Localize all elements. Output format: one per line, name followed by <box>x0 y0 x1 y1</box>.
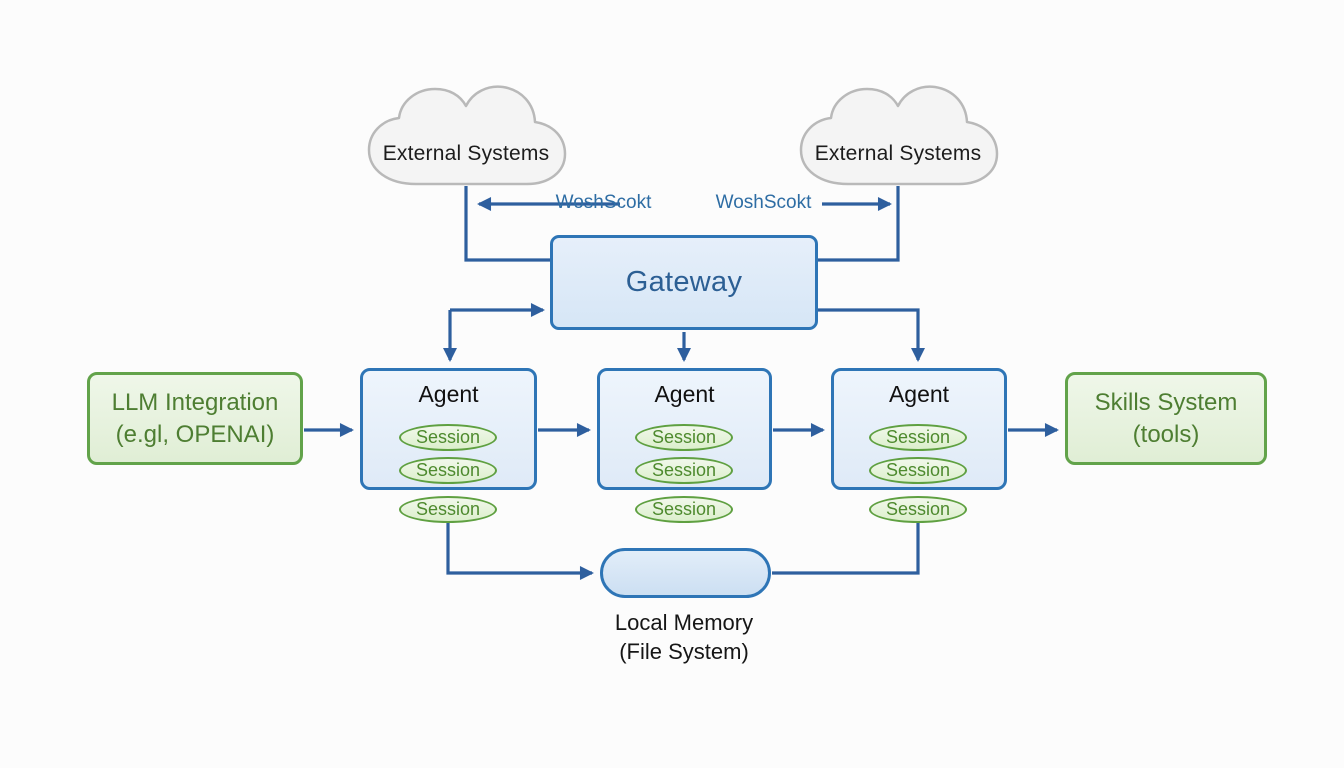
websocket-label-left: WoshScokt <box>555 192 652 213</box>
llm-line1: LLM Integration <box>111 389 279 417</box>
local-memory-line1: Local Memory <box>614 610 754 635</box>
arrow-gateway-to-agent3 <box>818 308 925 362</box>
skills-line2: (tools) <box>1132 420 1200 448</box>
cloud-shape <box>367 85 567 186</box>
session-badge: Session <box>869 457 967 484</box>
session-badge: Session <box>635 424 733 451</box>
cloud-right-label: External Systems <box>814 142 982 165</box>
arrow-agent1-to-memory <box>446 523 594 580</box>
session-badge: Session <box>869 424 967 451</box>
external-systems-cloud-left <box>356 84 576 190</box>
websocket-label-right: WoshScokt <box>715 192 812 213</box>
connector-cloud-left-to-gateway <box>464 186 550 262</box>
connector-agent3-to-memory <box>772 523 920 575</box>
gateway-box: Gateway <box>550 235 818 330</box>
session-badge: Session <box>399 424 497 451</box>
agent-label: Agent <box>888 381 950 407</box>
session-badge: Session <box>399 496 497 523</box>
skills-line1: Skills System <box>1094 389 1238 417</box>
local-memory-box <box>600 548 771 598</box>
session-badge: Session <box>635 457 733 484</box>
skills-system-box: Skills System (tools) <box>1065 372 1267 465</box>
local-memory-label: Local Memory (File System) <box>544 608 824 666</box>
external-systems-cloud-right <box>788 84 1008 190</box>
agent-label: Agent <box>418 381 479 407</box>
session-badge: Session <box>869 496 967 523</box>
cloud-left-label: External Systems <box>382 142 550 165</box>
connector-cloud-right-to-gateway <box>818 186 900 262</box>
llm-line2: (e.gl, OPENAI) <box>115 420 275 448</box>
gateway-label: Gateway <box>625 266 743 298</box>
session-badge: Session <box>399 457 497 484</box>
cloud-shape <box>799 85 999 186</box>
local-memory-line2: (File System) <box>619 639 749 665</box>
session-badge: Session <box>635 496 733 523</box>
llm-integration-box: LLM Integration (e.gl, OPENAI) <box>87 372 303 465</box>
agent-label: Agent <box>654 381 715 407</box>
